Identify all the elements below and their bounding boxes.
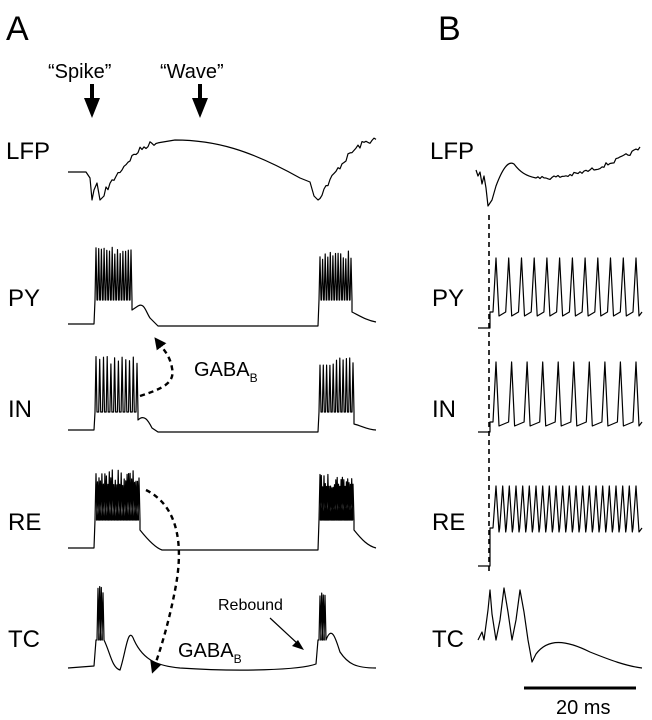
panel-label-a: A [6, 10, 29, 48]
trace-label-b-py: PY [432, 285, 464, 312]
trace-label-a-re: RE [8, 509, 41, 536]
panel-label-b: B [438, 10, 461, 48]
trace-label-b-tc: TC [432, 626, 464, 653]
trace-label-b-in: IN [432, 396, 456, 423]
trace-label-a-py: PY [8, 285, 40, 312]
trace-a-py [68, 246, 377, 327]
gaba-b-label-2: GABAB [178, 640, 242, 666]
trace-a-tc [67, 586, 377, 671]
rebound-arrow [269, 617, 304, 650]
trace-label-b-lfp: LFP [430, 138, 474, 165]
spike-arrow [84, 84, 100, 118]
rebound-label: Rebound [218, 597, 283, 614]
trace-label-a-lfp: LFP [6, 138, 50, 165]
trace-b-in [478, 361, 643, 433]
spike-label: “Spike” [48, 61, 111, 83]
trace-b-tc [477, 587, 643, 669]
trace-a-in [68, 356, 377, 433]
scale-bar-label: 20 ms [556, 697, 610, 719]
gaba-b-label-1: GABAB [194, 359, 258, 385]
trace-a-re [68, 469, 377, 551]
trace-b-re [478, 485, 643, 567]
trace-a-lfp [68, 137, 377, 201]
gaba-b-arrow-re-to-tc [145, 488, 181, 674]
wave-arrow [192, 84, 208, 118]
trace-b-lfp [475, 146, 641, 207]
gaba-b-arrow-in-to-py [139, 337, 174, 398]
trace-label-a-tc: TC [8, 626, 40, 653]
trace-label-a-in: IN [8, 396, 32, 423]
trace-b-py [478, 257, 643, 329]
trace-label-b-re: RE [432, 509, 465, 536]
wave-label: “Wave” [160, 61, 224, 83]
